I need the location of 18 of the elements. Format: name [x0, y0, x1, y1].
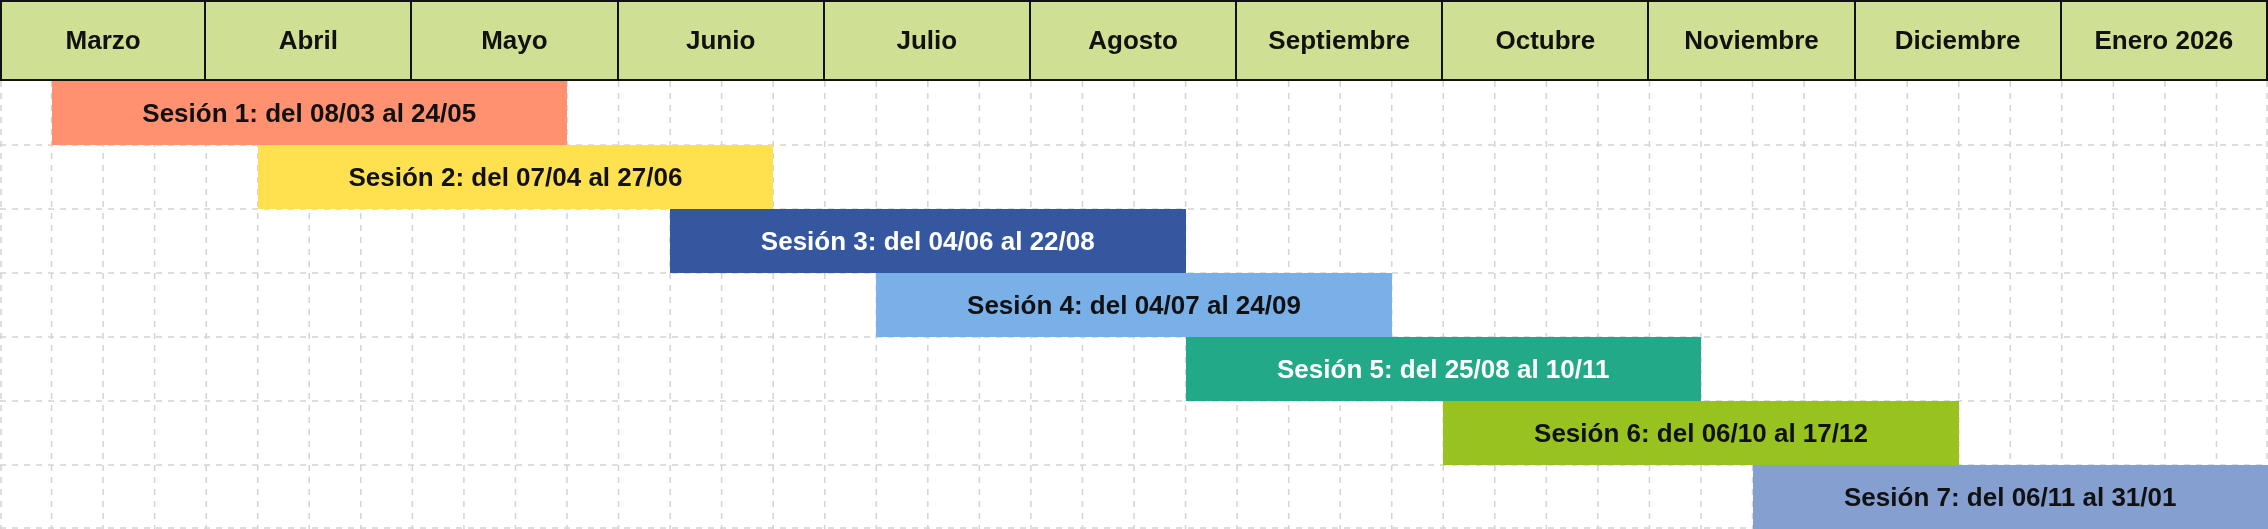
month-header: Abril	[206, 0, 413, 81]
session-bar: Sesión 7: del 06/11 al 31/01	[1752, 465, 2268, 529]
month-header: Septiembre	[1237, 0, 1444, 81]
session-bar: Sesión 1: del 08/03 al 24/05	[51, 81, 567, 145]
month-header: Enero 2026	[2061, 0, 2268, 81]
session-bar: Sesión 5: del 25/08 al 10/11	[1185, 337, 1701, 401]
month-header: Julio	[824, 0, 1031, 81]
month-header: Diciembre	[1855, 0, 2062, 81]
month-header: Marzo	[0, 0, 207, 81]
month-header: Octubre	[1443, 0, 1650, 81]
session-bar: Sesión 2: del 07/04 al 27/06	[257, 145, 774, 209]
session-bar: Sesión 3: del 04/06 al 22/08	[670, 209, 1186, 273]
month-header: Mayo	[412, 0, 619, 81]
session-bar: Sesión 4: del 04/07 al 24/09	[876, 273, 1392, 337]
month-header: Junio	[618, 0, 825, 81]
month-header: Agosto	[1030, 0, 1238, 81]
month-header: Noviembre	[1649, 0, 1856, 81]
session-bar: Sesión 6: del 06/10 al 17/12	[1443, 401, 1959, 465]
